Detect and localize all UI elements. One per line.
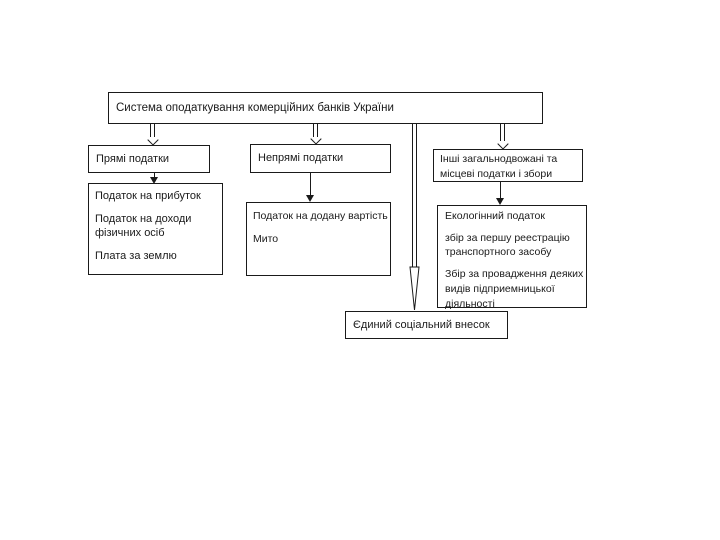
arrow-other-to-items [500,182,501,198]
arrow-indirect-to-items [310,173,311,195]
esv-label: Єдиний соціальний внесок [353,318,490,331]
title-label: Система оподаткування комерційних банків… [116,101,394,114]
other-taxes-box: Інші загальнодвожані та місцеві податки … [433,149,583,182]
arrow-top-to-direct [150,124,155,137]
direct-taxes-label: Прямі податки [96,152,170,165]
indirect-taxes-items-box: Податок на додану вартість Мито [246,202,391,276]
arrow-direct-to-items [154,173,155,178]
indirect-taxes-label: Непрямі податки [258,152,344,165]
indirect-taxes-box: Непрямі податки [250,144,391,173]
arrow-top-to-indirect [313,124,318,137]
arrow-top-to-other [500,124,505,141]
other-taxes-label: Інші загальнодвожані та місцеві податки … [440,153,558,180]
list-item: Податок на додану вартість [253,210,388,222]
other-taxes-items-box: Екологінний податок збір за першу реестр… [437,205,587,310]
list-item: Мито [253,232,279,245]
arrow-top-to-esv [409,124,420,311]
arrow-other-to-items-head-icon [496,198,504,205]
arrow-indirect-to-items-head-icon [306,195,314,202]
esv-box: Єдиний соціальний внесок [345,311,508,339]
direct-taxes-items-box: Податок на прибуток Податок на доходи фі… [88,183,223,275]
direct-taxes-box: Прямі податки [88,145,210,173]
list-item: Екологінний податок [445,210,545,222]
list-item: Податок на доходи фізичних осіб [95,212,192,240]
list-item: Збір за провадження деяких видів підприе… [445,268,584,310]
list-item: збір за першу реестрацію транспортного з… [445,231,570,259]
list-item: Плата за землю [95,249,177,262]
title-box: Система оподаткування комерційних банків… [108,92,543,124]
list-item: Податок на прибуток [95,190,201,202]
arrow-direct-to-items-head-icon [150,177,158,184]
